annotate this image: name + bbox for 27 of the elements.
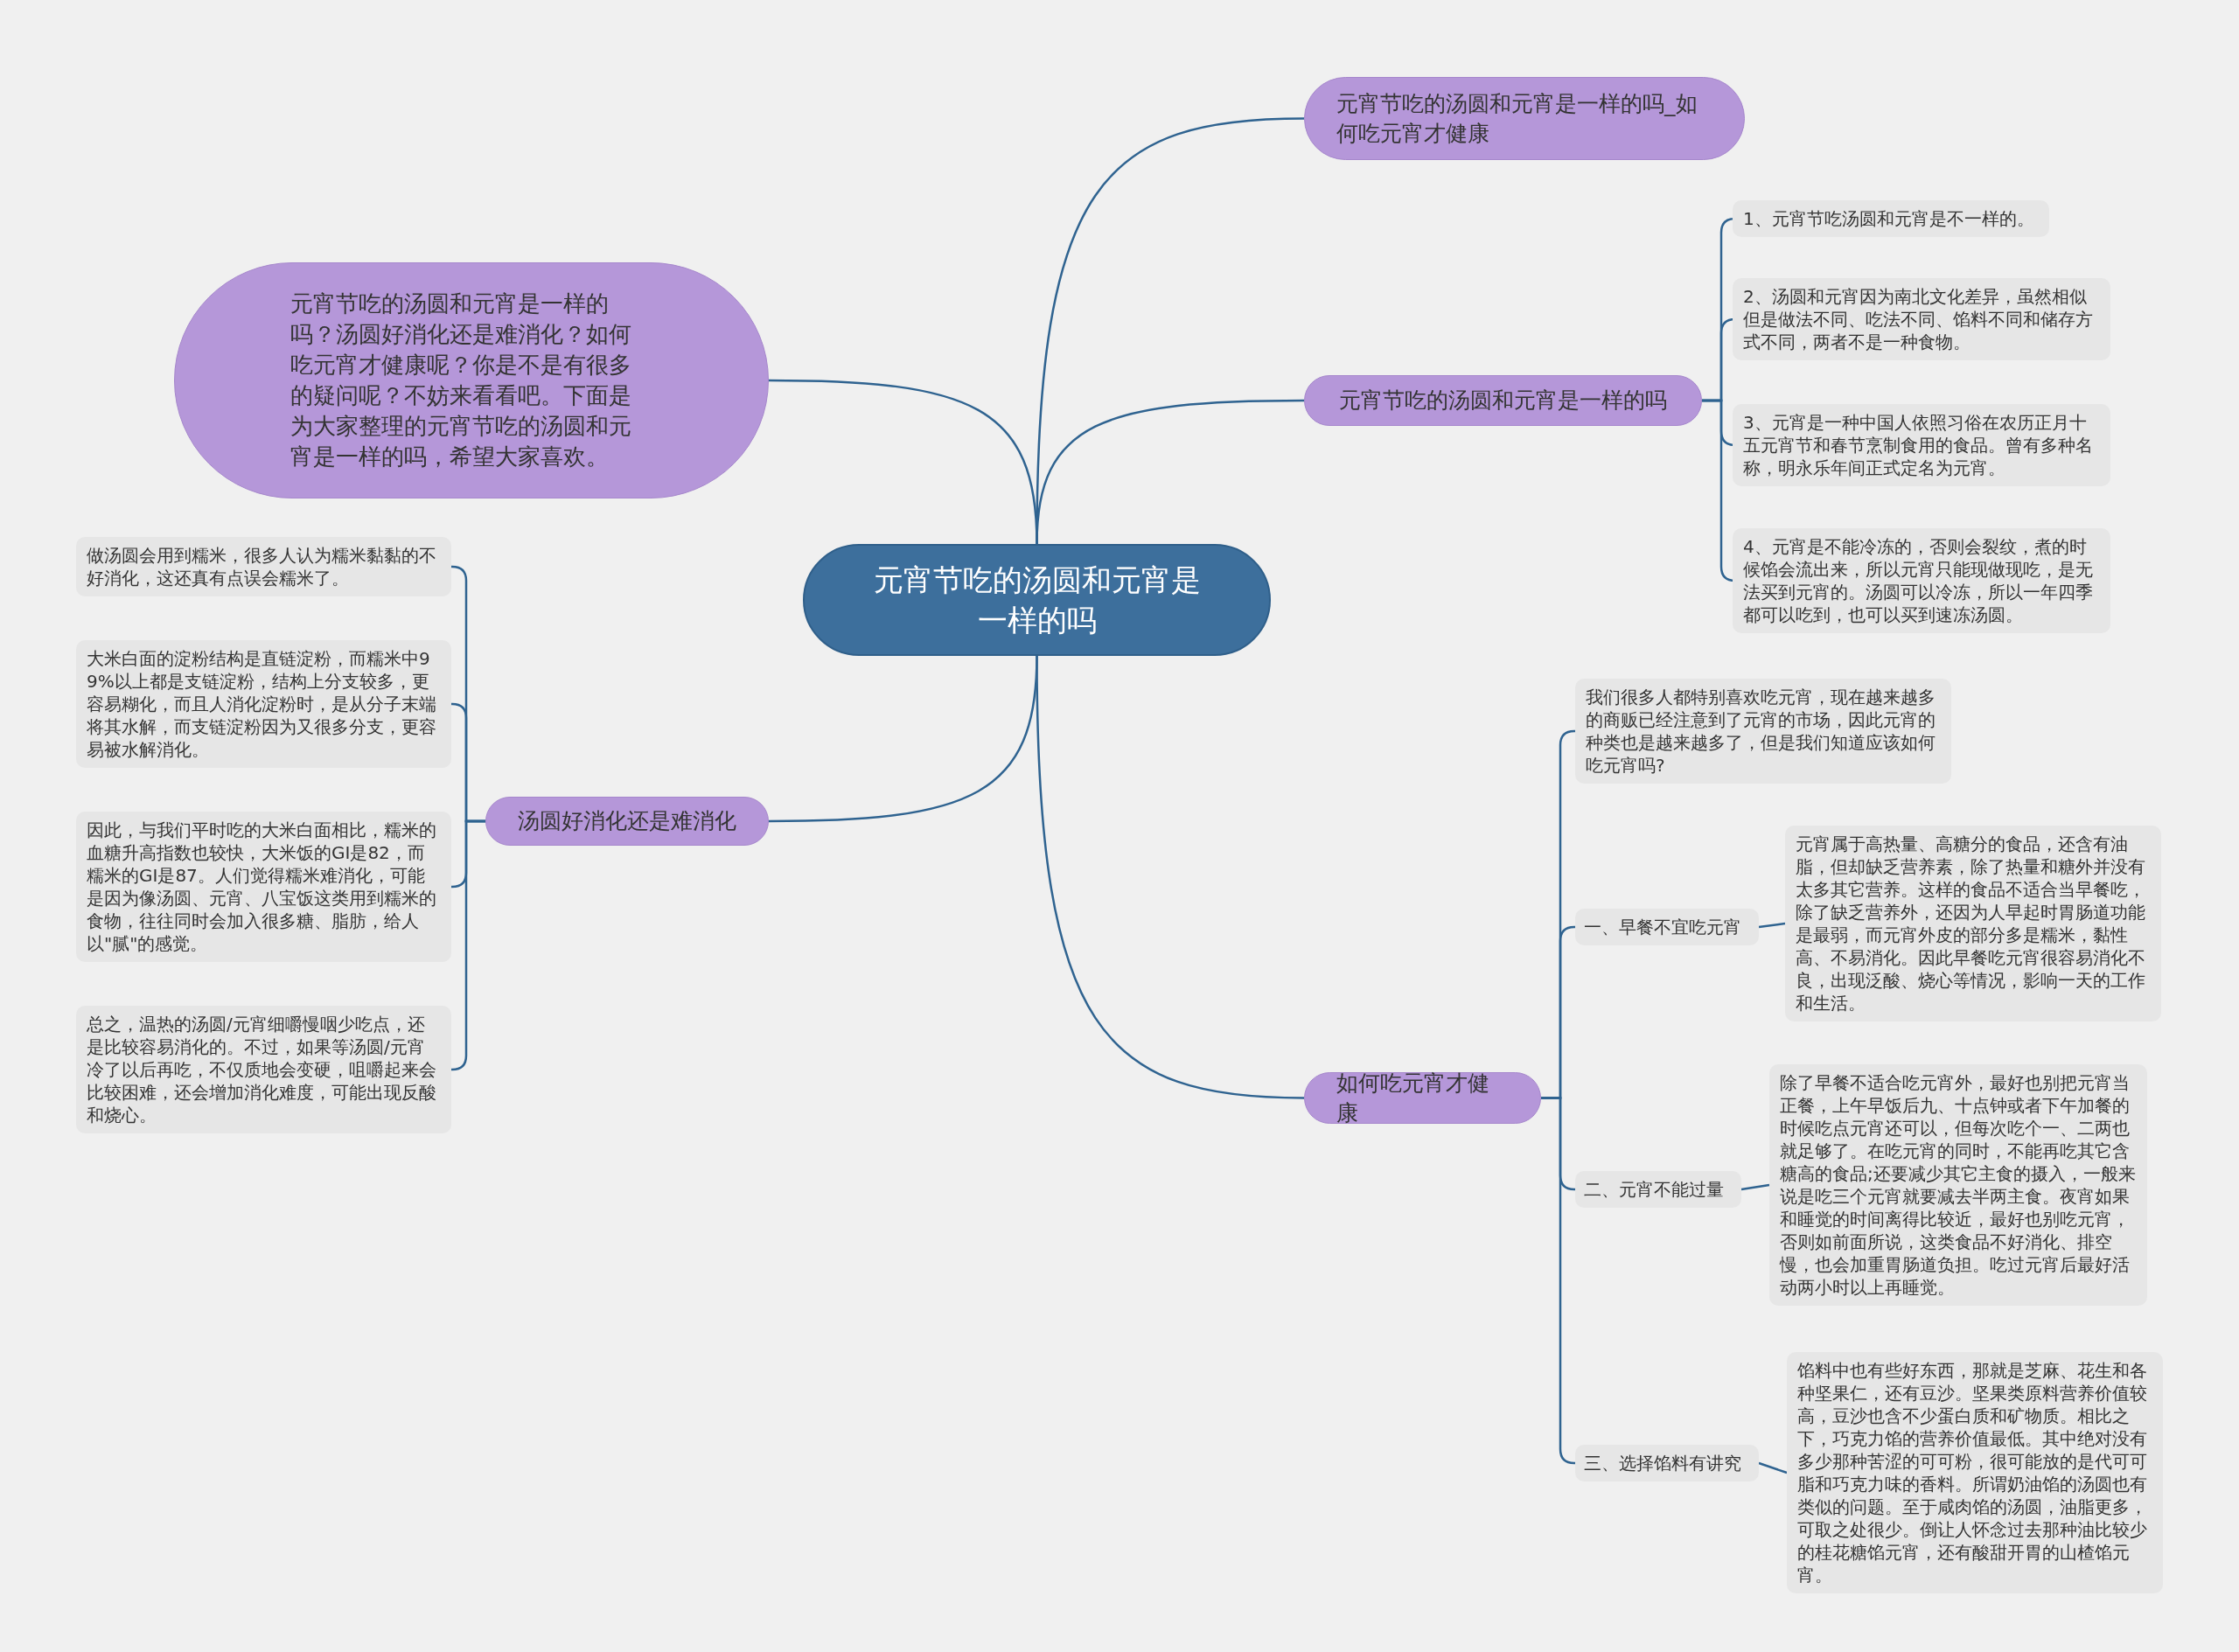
topic-bubble: 汤圆好消化还是难消化 [485, 797, 769, 846]
note-card: 我们很多人都特别喜欢吃元宵，现在越来越多的商贩已经注意到了元宵的市场，因此元宵的种类也是越来越多了，但是我们知道应该如何吃元宵吗? [1575, 679, 1951, 784]
note-card: 因此，与我们平时吃的大米白面相比，糯米的血糖升高指数也较快，大米饭的GI是82，而糯米的GI是87。人们觉得糯米难消化，可能是因为像汤圆、元宵、八宝饭这类用到糯米的食物，往往同时会加入很多糖、脂肪，给人以"腻"的感觉。 [76, 812, 451, 962]
note-card: 除了早餐不适合吃元宵外，最好也别把元宵当正餐，上午早饭后九、十点钟或者下午加餐的时候吃点元宵还可以，但每次吃个一、二两也就足够了。在吃元宵的同时，不能再吃其它含糖高的食品;还要减少其它主食的摄入，一般来说是吃三个元宵就要减去半两主食。夜宵如果和睡觉的时间离得比较近，最好也别吃元宵，否则如前面所说，这类食品不好消化、排空慢，也会加重胃肠道负担。吃过元宵后最好活动两小时以上再睡觉。 [1769, 1064, 2147, 1306]
note-card: 1、元宵节吃汤圆和元宵是不一样的。 [1733, 200, 2049, 237]
note-card: 做汤圆会用到糯米，很多人认为糯米黏黏的不好消化，这还真有点误会糯米了。 [76, 537, 451, 596]
note-card: 大米白面的淀粉结构是直链淀粉，而糯米中99%以上都是支链淀粉，结构上分支较多，更容易糊化，而且人消化淀粉时，是从分子末端将其水解，而支链淀粉因为又很多分支，更容易被水解消化。 [76, 640, 451, 768]
connector-line [1036, 655, 1305, 1099]
note-card: 2、汤圆和元宵因为南北文化差异，虽然相似但是做法不同、吃法不同、馅料不同和储存方式不同，两者不是一种食物。 [1733, 278, 2110, 360]
subtopic-card: 三、选择馅料有讲究 [1575, 1445, 1759, 1481]
topic-bubble: 元宵节吃的汤圆和元宵是一样的吗_如何吃元宵才健康 [1304, 77, 1745, 160]
note-card: 元宵属于高热量、高糖分的食品，还含有油脂，但却缺乏营养素，除了热量和糖外并没有太多其它营养。这样的食品不适合当早餐吃，除了缺乏营养外，还因为人早起时胃肠道功能是最弱，而元宵外皮的部分多是糯米，黏性高、不易消化。因此早餐吃元宵很容易消化不良，出现泛酸、烧心等情况，影响一天的工作和生活。 [1785, 826, 2161, 1021]
subtopic-card: 二、元宵不能过量 [1575, 1171, 1741, 1208]
central-topic: 元宵节吃的汤圆和元宵是一样的吗 [803, 544, 1271, 656]
note-card: 总之，温热的汤圆/元宵细嚼慢咽少吃点，还是比较容易消化的。不过，如果等汤圆/元宵冷了以后再吃，不仅质地会变硬，咀嚼起来会比较困难，还会增加消化难度，可能出现反酸和烧心。 [76, 1006, 451, 1133]
connector-line [1740, 1183, 1770, 1191]
intro-bubble: 元宵节吃的汤圆和元宵是一样的吗？汤圆好消化还是难消化？如何吃元宵才健康呢？你是不是有很多的疑问呢？不妨来看看吧。下面是为大家整理的元宵节吃的汤圆和元宵是一样的吗，希望大家喜欢。 [174, 262, 769, 498]
connector-line [1541, 1097, 1576, 1465]
connector-line [1036, 399, 1304, 545]
note-card: 馅料中也有些好东西，那就是芝麻、花生和各种坚果仁，还有豆沙。坚果类原料营养价值较高，豆沙也含不少蛋白质和矿物质。相比之下，巧克力馅的营养价值最低。其中绝对没有多少那种苦涩的可可粉，很可能放的是代可可脂和巧克力味的香料。所谓奶油馅的汤圆也有类似的问题。至于咸肉馅的汤圆，油脂更多，可取之处很少。倒让人怀念过去那种油比较少的桂花糖馅元宵，还有酸甜开胃的山楂馅元宵。 [1787, 1352, 2163, 1593]
note-card: 4、元宵是不能冷冻的，否则会裂纹，煮的时候馅会流出来，所以元宵只能现做现吃，是无法买到元宵的。汤圆可以冷冻，所以一年四季都可以吃到，也可以买到速冻汤圆。 [1733, 528, 2110, 633]
note-card: 3、元宵是一种中国人依照习俗在农历正月十五元宵节和春节烹制食用的食品。曾有多种名称，明永乐年间正式定名为元宵。 [1733, 404, 2110, 486]
connector-line [1758, 1461, 1788, 1474]
topic-bubble: 元宵节吃的汤圆和元宵是一样的吗 [1304, 375, 1702, 426]
subtopic-card: 一、早餐不宜吃元宵 [1575, 909, 1759, 945]
connector-line [1758, 922, 1786, 929]
topic-bubble: 如何吃元宵才健康 [1304, 1072, 1541, 1124]
